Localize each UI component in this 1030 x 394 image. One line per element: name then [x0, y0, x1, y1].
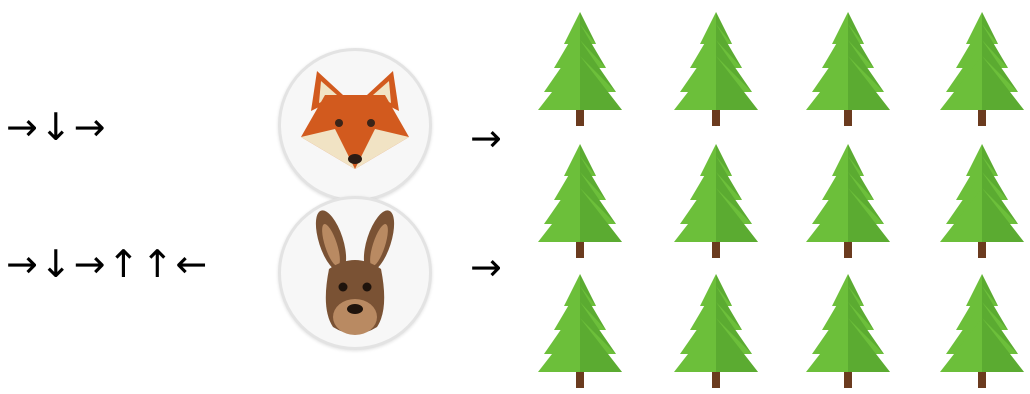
arrow-sequence-1: →↓→	[6, 105, 108, 149]
pine-tree-icon	[538, 272, 622, 390]
fox-pointer-arrow: →	[470, 116, 504, 160]
pine-tree-icon	[674, 10, 758, 128]
kangaroo-pointer-arrow: →	[470, 245, 504, 289]
pine-tree-icon	[940, 272, 1024, 390]
fox-circle	[278, 48, 432, 202]
pine-tree-icon	[940, 10, 1024, 128]
fox-icon	[301, 71, 409, 169]
pine-tree-icon	[806, 272, 890, 390]
pine-tree-icon	[940, 142, 1024, 260]
pine-tree-icon	[674, 142, 758, 260]
pine-tree-icon	[806, 142, 890, 260]
arrow-sequence-2: →↓→↑↑←	[6, 242, 210, 286]
pine-tree-icon	[538, 142, 622, 260]
pine-tree-icon	[674, 272, 758, 390]
pine-tree-icon	[538, 10, 622, 128]
pine-tree-icon	[806, 10, 890, 128]
kangaroo-icon	[315, 210, 395, 335]
kangaroo-circle	[278, 196, 432, 350]
